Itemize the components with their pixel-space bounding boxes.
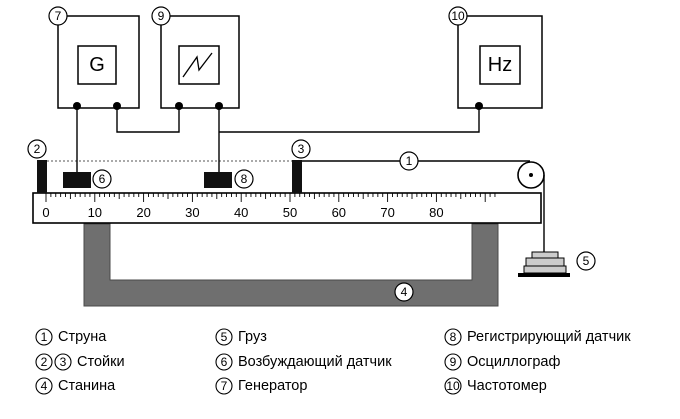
weight-base (518, 273, 570, 277)
callout-stand-left: 2 (27, 139, 47, 159)
callout-generator: 7 (48, 6, 68, 26)
callout-stand-right: 3 (291, 139, 311, 159)
svg-text:3: 3 (60, 355, 67, 369)
svg-text:Регистрирующий датчик: Регистрирующий датчик (467, 329, 631, 345)
svg-text:Осциллограф: Осциллограф (467, 354, 560, 370)
callout-string: 1 (399, 151, 419, 171)
legend: 1 Струна 2 3 Стойки 4 Станина 5 Груз 6 В… (35, 328, 631, 395)
wiring (76, 106, 480, 172)
svg-text:10: 10 (451, 9, 465, 23)
ruler-tick-label: 30 (185, 205, 199, 220)
ruler-labels: 0 10 20 30 40 50 60 70 80 (42, 205, 443, 220)
weight-bottom (523, 265, 567, 274)
svg-text:5: 5 (583, 254, 590, 268)
svg-text:Груз: Груз (238, 329, 267, 345)
svg-text:2: 2 (34, 142, 41, 156)
legend-item-stands: 2 3 Стойки (35, 353, 125, 371)
svg-text:7: 7 (221, 379, 228, 393)
legend-item-string: 1 Струна (35, 328, 107, 346)
weight-middle (525, 257, 565, 267)
frequency-meter-symbol: Hz (488, 54, 512, 76)
ruler-tick-label: 80 (429, 205, 443, 220)
svg-text:Станина: Станина (58, 378, 116, 394)
sawtooth-wave-icon (182, 52, 213, 78)
svg-text:Возбуждающий датчик: Возбуждающий датчик (238, 354, 392, 370)
callout-recording-sensor: 8 (234, 169, 254, 189)
svg-text:6: 6 (99, 172, 106, 186)
stand-right (292, 160, 302, 193)
svg-text:4: 4 (401, 285, 408, 299)
callout-frame: 4 (394, 282, 414, 302)
svg-text:9: 9 (450, 355, 457, 369)
svg-text:1: 1 (41, 330, 48, 344)
svg-text:2: 2 (41, 355, 48, 369)
generator-symbol: G (89, 54, 105, 76)
svg-text:6: 6 (221, 355, 228, 369)
svg-text:Частотомер: Частотомер (467, 378, 547, 394)
ruler-tick-label: 60 (332, 205, 346, 220)
svg-text:Струна: Струна (58, 329, 107, 345)
legend-item-frame: 4 Станина (35, 377, 116, 395)
svg-text:8: 8 (450, 330, 457, 344)
ruler-tick-label: 0 (42, 205, 49, 220)
ruler-tick-label: 40 (234, 205, 248, 220)
exciting-sensor (63, 172, 91, 188)
oscillograph-screen (178, 45, 220, 85)
legend-item-weight: 5 Груз (215, 328, 267, 346)
ruler-tick-label: 20 (136, 205, 150, 220)
callout-weight: 5 (576, 251, 596, 271)
svg-text:Стойки: Стойки (77, 354, 125, 370)
ruler-tick-label: 70 (380, 205, 394, 220)
frequency-meter-inner (479, 45, 521, 85)
ruler-tick-label: 10 (88, 205, 102, 220)
recording-sensor (204, 172, 232, 188)
svg-text:Генератор: Генератор (238, 378, 307, 394)
ruler-ticks (45, 193, 496, 202)
svg-text:4: 4 (41, 379, 48, 393)
legend-item-generator: 7 Генератор (215, 377, 307, 395)
svg-text:7: 7 (55, 9, 62, 23)
stand-left (37, 160, 47, 193)
svg-text:5: 5 (221, 330, 228, 344)
legend-item-recording-sensor: 8 Регистрирующий датчик (444, 328, 631, 346)
callout-oscillograph: 9 (151, 6, 171, 26)
svg-text:1: 1 (406, 154, 413, 168)
ruler-tick-label: 50 (283, 205, 297, 220)
legend-item-frequency-meter: 10 Частотомер (444, 377, 547, 395)
frame (83, 223, 499, 307)
legend-item-exciting-sensor: 6 Возбуждающий датчик (215, 353, 392, 371)
legend-item-oscillograph: 9 Осциллограф (444, 353, 560, 371)
callout-frequency-meter: 10 (448, 6, 468, 26)
ruler (32, 192, 542, 224)
svg-text:3: 3 (298, 142, 305, 156)
generator-inner (77, 45, 117, 85)
svg-text:8: 8 (241, 172, 248, 186)
wire-junctions (73, 102, 483, 110)
svg-text:10: 10 (446, 379, 460, 393)
weight-top (531, 251, 559, 259)
svg-text:9: 9 (158, 9, 165, 23)
callout-exciting-sensor: 6 (92, 169, 112, 189)
pulley-axle (529, 173, 533, 177)
